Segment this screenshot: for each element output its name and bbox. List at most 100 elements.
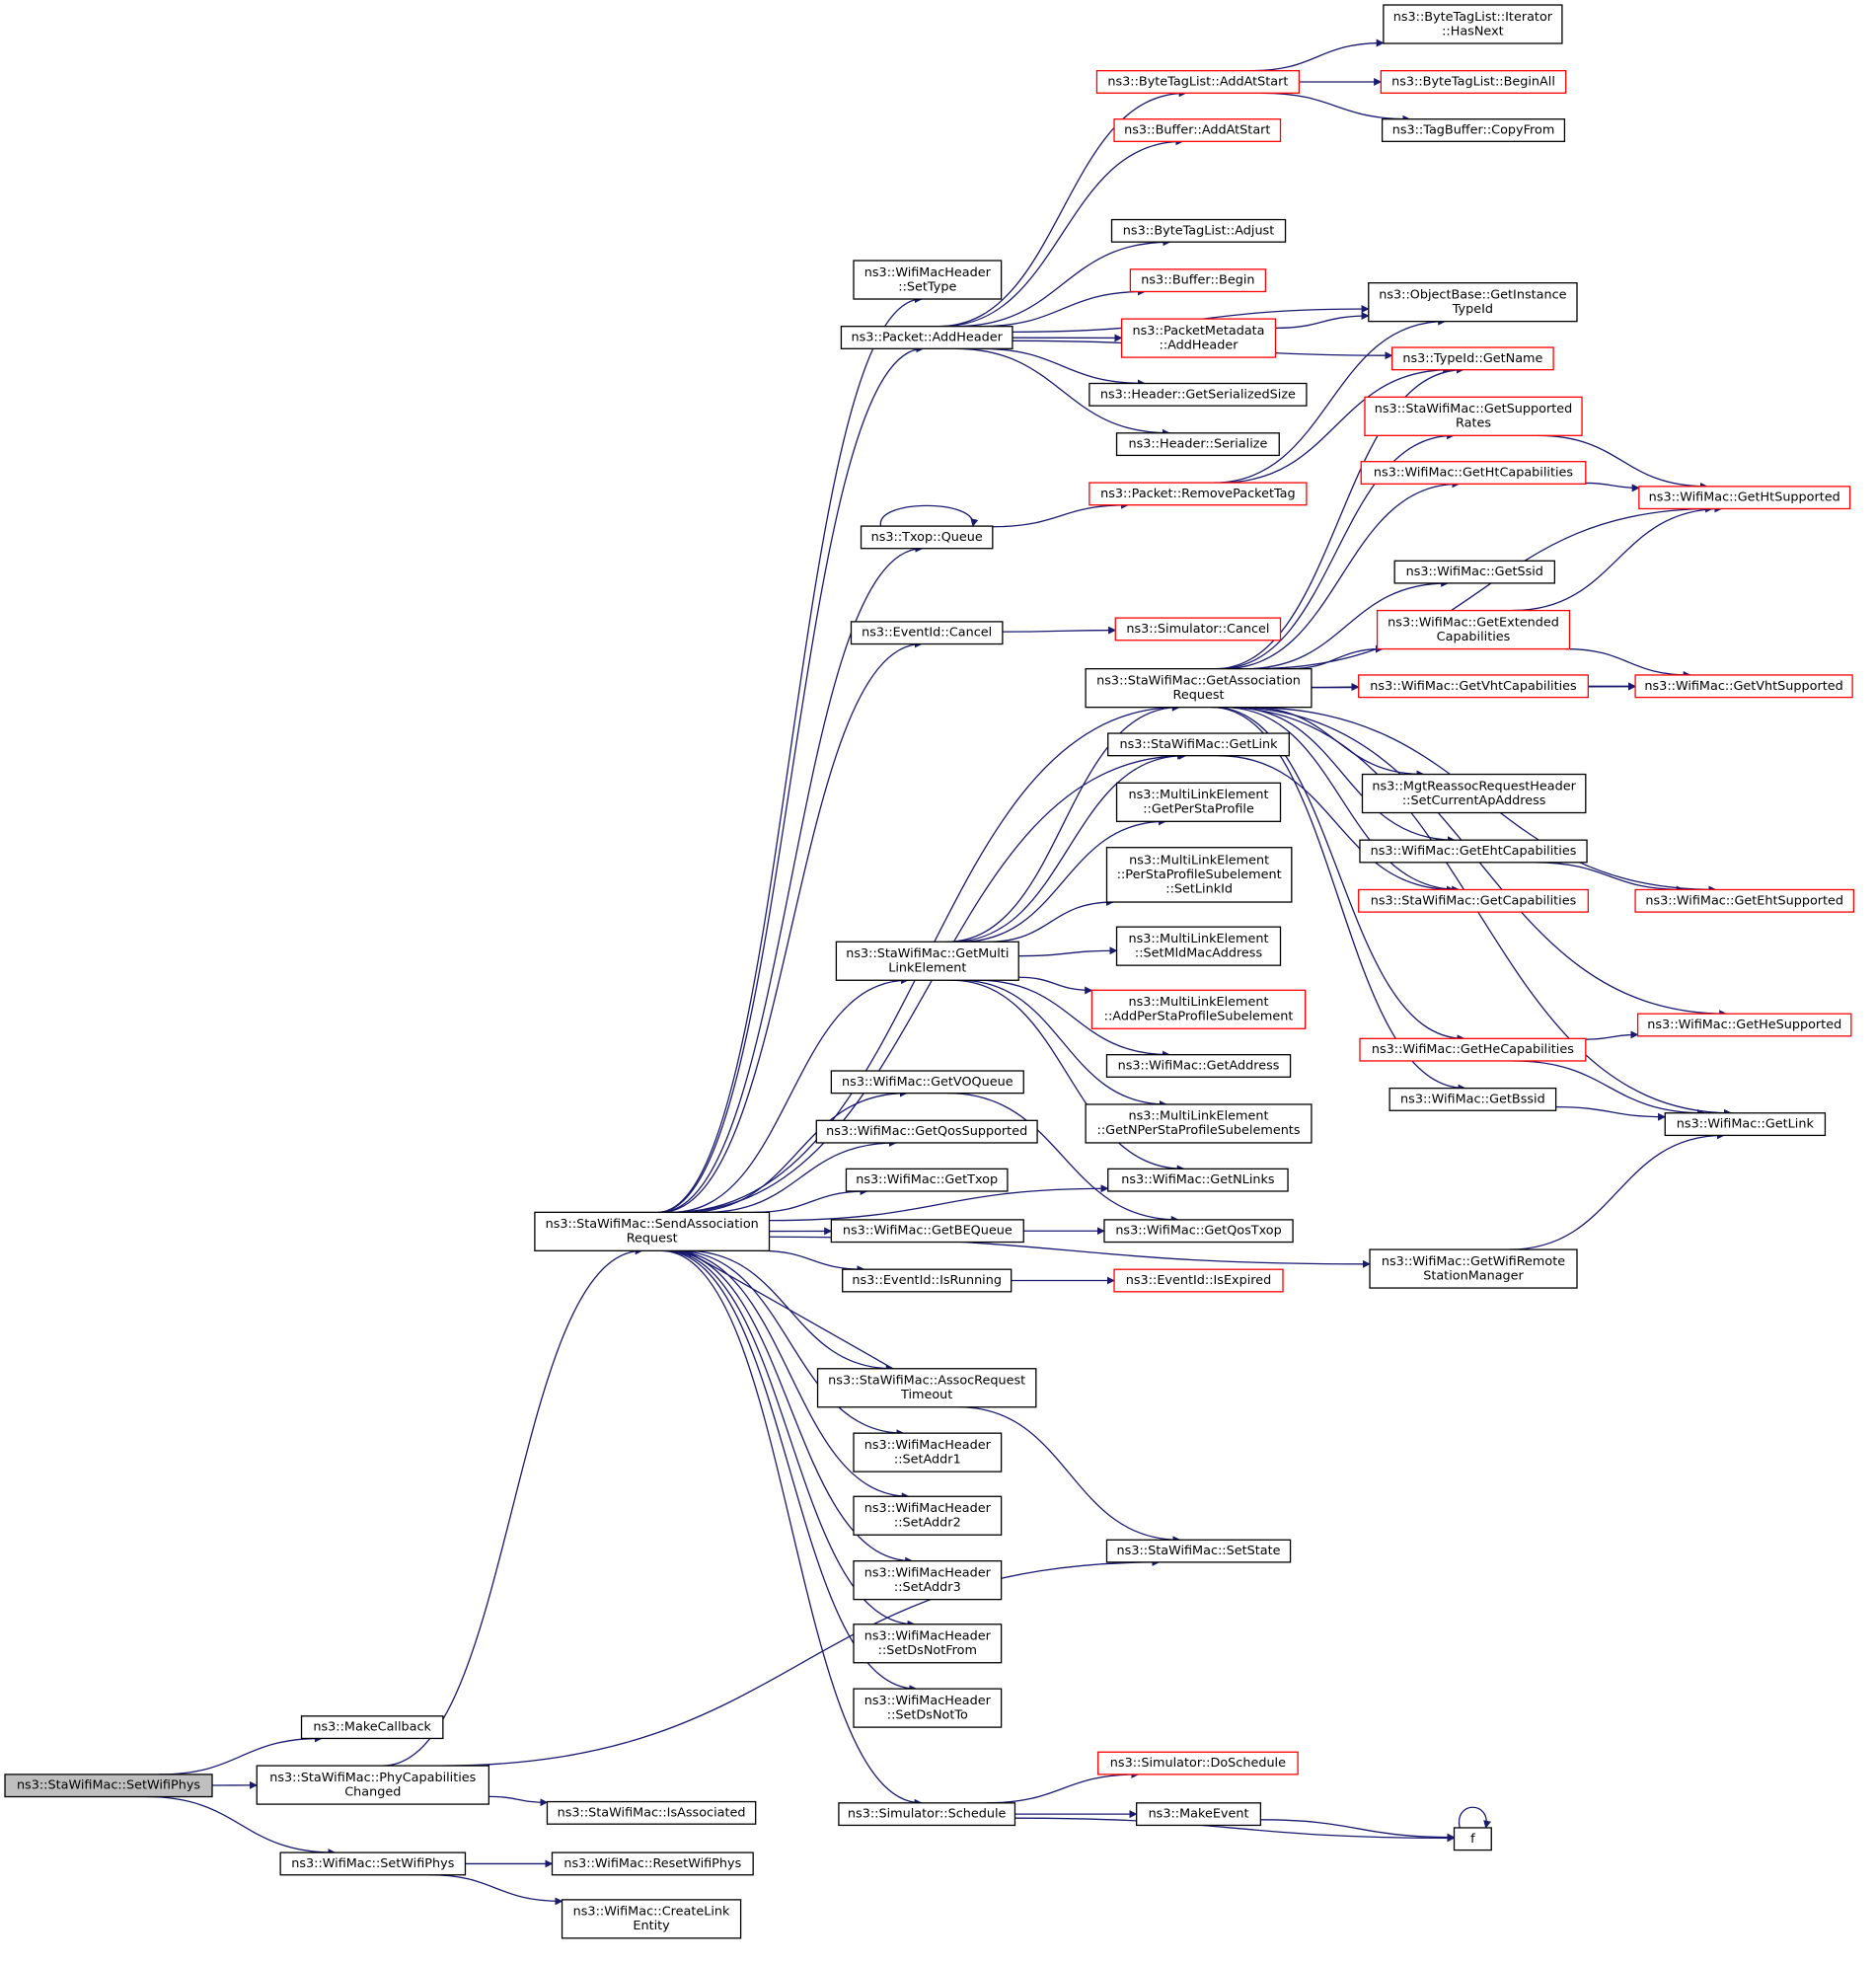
node-sim-cancel[interactable]: ns3::Simulator::Cancel [1114,617,1282,642]
node-set-type[interactable]: ns3::WifiMacHeader::SetType [853,260,1003,300]
edge-get-assoc-req-to-type-id-get-name [1214,365,1464,670]
node-label: ns3::EventId::Cancel [862,626,992,641]
node-label: ns3::WifiMac::SetWifiPhys [291,1856,454,1871]
node-set-state[interactable]: ns3::StaWifiMac::SetState [1105,1539,1292,1563]
edge-schedule-to-f [1014,1817,1456,1843]
node-get-qos-supported[interactable]: ns3::WifiMac::GetQosSupported [815,1119,1038,1144]
node-set-addr2[interactable]: ns3::WifiMacHeader::SetAddr2 [853,1495,1003,1536]
node-set-ds-not-to[interactable]: ns3::WifiMacHeader::SetDsNotTo [853,1688,1003,1728]
node-get-ht-supported[interactable]: ns3::WifiMac::GetHtSupported [1638,486,1851,510]
node-add-per-sta[interactable]: ns3::MultiLinkElement::AddPerStaProfileS… [1090,989,1307,1029]
edge-get-he-cap-to-mac-get-link [1513,1060,1705,1117]
node-label: ns3::Buffer::AddAtStart [1124,123,1270,138]
node-begin-all[interactable]: ns3::ByteTagList::BeginAll [1380,70,1567,94]
node-get-he-supported[interactable]: ns3::WifiMac::GetHeSupported [1636,1013,1852,1037]
node-f[interactable]: f [1453,1827,1492,1851]
node-box [1364,396,1583,436]
node-get-eht-supported[interactable]: ns3::WifiMac::GetEhtSupported [1634,888,1855,913]
node-box [279,1851,467,1876]
node-header-serialize[interactable]: ns3::Header::Serialize [1115,432,1280,457]
node-label: ns3::WifiMacHeader [864,1501,992,1516]
node-btl-add-at-start[interactable]: ns3::ByteTagList::AddAtStart [1095,70,1301,94]
node-label: ns3::Packet::AddHeader [851,330,1003,344]
node-mac-set-wifi-phys[interactable]: ns3::WifiMac::SetWifiPhys [279,1851,467,1876]
node-buf-add-at-start[interactable]: ns3::Buffer::AddAtStart [1113,118,1282,142]
node-reset-wifi-phys[interactable]: ns3::WifiMac::ResetWifiPhys [551,1851,754,1876]
node-is-running[interactable]: ns3::EventId::IsRunning [842,1268,1013,1293]
node-label: Entity [633,1919,670,1933]
node-label: ns3::StaWifiMac::IsAssociated [558,1805,746,1820]
node-set-ds-not-from[interactable]: ns3::WifiMacHeader::SetDsNotFrom [853,1623,1003,1664]
node-do-schedule[interactable]: ns3::Simulator::DoSchedule [1097,1751,1299,1775]
node-set-addr3[interactable]: ns3::WifiMacHeader::SetAddr3 [853,1560,1003,1601]
node-get-per-sta-profile[interactable]: ns3::MultiLinkElement::GetPerStaProfile [1115,782,1282,822]
node-is-expired[interactable]: ns3::EventId::IsExpired [1113,1268,1284,1293]
node-box [1114,617,1282,642]
edge-set-wifi-phys-to-make-callback [159,1734,323,1775]
node-get-address[interactable]: ns3::WifiMac::GetAddress [1105,1054,1292,1078]
node-is-associated[interactable]: ns3::StaWifiMac::IsAssociated [546,1800,757,1825]
node-get-ht-cap[interactable]: ns3::WifiMac::GetHtCapabilities [1360,461,1587,485]
node-get-serialized-size[interactable]: ns3::Header::GetSerializedSize [1088,382,1308,407]
node-iter-has-next[interactable]: ns3::ByteTagList::Iterator::HasNext [1383,4,1563,44]
node-set-wifi-phys[interactable]: ns3::StaWifiMac::SetWifiPhys [4,1774,213,1798]
node-label: ns3::WifiMac::GetQosTxop [1115,1224,1281,1239]
node-box [256,1765,490,1805]
node-get-rsm[interactable]: ns3::WifiMac::GetWifiRemoteStationManage… [1369,1248,1578,1289]
edge-get-assoc-req-to-get-bssid [1211,706,1466,1093]
node-event-cancel[interactable]: ns3::EventId::Cancel [850,621,1004,645]
node-get-n-links[interactable]: ns3::WifiMac::GetNLinks [1107,1168,1289,1192]
node-get-ssid[interactable]: ns3::WifiMac::GetSsid [1393,560,1556,584]
node-set-mld-mac-address[interactable]: ns3::MultiLinkElement::SetMldMacAddress [1115,926,1282,966]
node-get-qos-txop[interactable]: ns3::WifiMac::GetQosTxop [1103,1219,1294,1244]
edge-add-header-to-buf-add-at-start [940,137,1184,328]
node-set-current-ap[interactable]: ns3::MgtReassocRequestHeader::SetCurrent… [1361,773,1587,814]
node-box [1095,70,1301,94]
node-get-he-cap[interactable]: ns3::WifiMac::GetHeCapabilities [1359,1037,1587,1062]
edge-get-assoc-req-to-get-ht-supported [1253,504,1714,670]
node-sta-get-link[interactable]: ns3::StaWifiMac::GetLink [1107,732,1290,757]
node-add-header[interactable]: ns3::Packet::AddHeader [840,326,1013,349]
node-label: ::SetMldMacAddress [1135,945,1263,960]
node-get-bssid[interactable]: ns3::WifiMac::GetBssid [1388,1087,1557,1111]
node-get-be-queue[interactable]: ns3::WifiMac::GetBEQueue [830,1219,1024,1244]
node-box [1115,432,1280,457]
node-get-eht-cap[interactable]: ns3::WifiMac::GetEhtCapabilities [1359,839,1588,864]
node-type-id-get-name[interactable]: ns3::TypeId::GetName [1391,346,1554,371]
node-schedule[interactable]: ns3::Simulator::Schedule [838,1802,1016,1827]
node-get-vo-queue[interactable]: ns3::WifiMac::GetVOQueue [830,1070,1024,1095]
node-mac-get-link[interactable]: ns3::WifiMac::GetLink [1664,1112,1827,1137]
node-get-vht-cap[interactable]: ns3::WifiMac::GetVhtCapabilities [1358,674,1589,699]
node-remove-packet-tag[interactable]: ns3::Packet::RemovePacketTag [1088,482,1308,506]
node-label: ns3::WifiMac::GetBssid [1400,1092,1545,1106]
node-get-vht-supported[interactable]: ns3::WifiMac::GetVhtSupported [1634,674,1853,699]
node-label: ns3::MultiLinkElement [1129,788,1269,802]
node-set-addr1[interactable]: ns3::WifiMacHeader::SetAddr1 [853,1432,1003,1472]
node-box [1368,282,1578,323]
node-txop-queue[interactable]: ns3::Txop::Queue [860,525,994,550]
node-buf-begin[interactable]: ns3::Buffer::Begin [1129,268,1267,293]
node-make-callback[interactable]: ns3::MakeCallback [300,1715,444,1740]
node-label: ns3::StaWifiMac::SetState [1117,1544,1281,1558]
node-box [1359,1037,1587,1062]
node-get-txop[interactable]: ns3::WifiMac::GetTxop [845,1168,1009,1192]
node-get-n-per-sta[interactable]: ns3::MultiLinkElement::GetNPerStaProfile… [1085,1103,1313,1144]
node-set-link-id[interactable]: ns3::MultiLinkElement::PerStaProfileSube… [1105,847,1293,903]
node-pm-add-header[interactable]: ns3::PacketMetadata::AddHeader [1120,318,1277,358]
node-label: ns3::StaWifiMac::GetSupported [1375,402,1572,416]
node-label: ns3::WifiMac::GetEhtSupported [1645,893,1843,908]
node-sta-get-cap[interactable]: ns3::StaWifiMac::GetCapabilities [1358,888,1589,913]
node-copy-from[interactable]: ns3::TagBuffer::CopyFrom [1381,118,1566,142]
node-make-event[interactable]: ns3::MakeEvent [1136,1802,1262,1827]
edge-send-assoc-to-get-vo-queue [687,1089,908,1214]
node-btl-adjust[interactable]: ns3::ByteTagList::Adjust [1110,218,1287,243]
